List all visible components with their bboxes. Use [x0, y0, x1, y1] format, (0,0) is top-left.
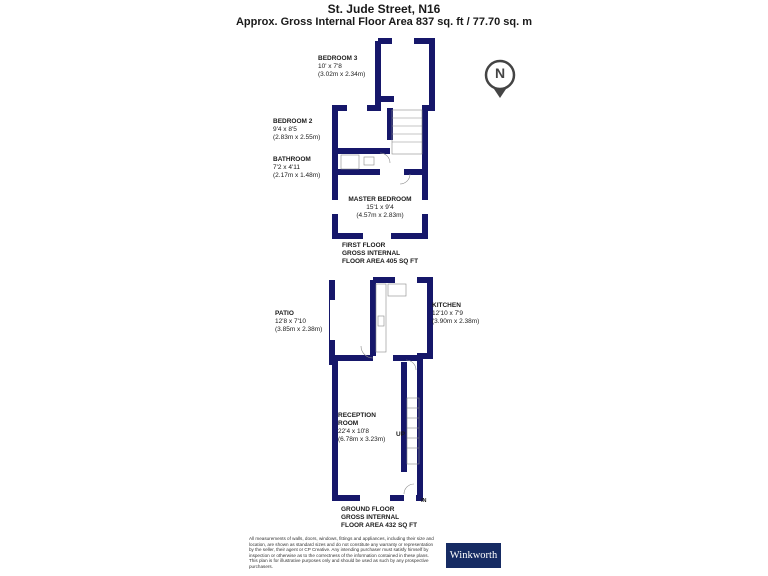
ground-floor-walls — [329, 277, 433, 501]
first-floor-label: FIRST FLOOR GROSS INTERNAL FLOOR AREA 40… — [342, 242, 419, 265]
ground-floor-label: GROUND FLOOR GROSS INTERNAL FLOOR AREA 4… — [341, 506, 418, 529]
agent-logo: Winkworth — [446, 543, 501, 568]
first-floor-windows — [331, 37, 429, 240]
room-label-bedroom-3: BEDROOM 3 10' x 7'8 (3.02m x 2.34m) — [318, 55, 366, 78]
disclaimer-text: All measurements of walls, doors, window… — [249, 536, 434, 569]
stairs-up-label: UP — [396, 431, 406, 438]
room-label-reception-room: RECEPTION ROOM 22'4 x 10'8 (6.78m x 3.23… — [338, 412, 386, 443]
entrance-label: IN — [421, 498, 427, 504]
first-floor-fixtures — [340, 109, 423, 185]
room-label-master-bedroom: MASTER BEDROOM 15'1 x 9'4 (4.57m x 2.83m… — [348, 196, 412, 219]
floor-area-summary: Approx. Gross Internal Floor Area 837 sq… — [235, 16, 533, 28]
property-address: St. Jude Street, N16 — [327, 2, 441, 16]
room-label-kitchen: KITCHEN 12'10 x 7'9 (3.90m x 2.38m) — [432, 302, 480, 325]
ground-floor-openings — [330, 276, 417, 502]
room-label-bathroom: BATHROOM 7'2 x 4'11 (2.17m x 1.48m) — [273, 156, 321, 179]
north-letter: N — [494, 65, 506, 81]
room-label-bedroom-2: BEDROOM 2 9'4 x 8'5 (2.83m x 2.55m) — [273, 118, 321, 141]
north-arrow-icon — [484, 59, 516, 98]
room-label-patio: PATIO 12'8 x 7'10 (3.85m x 2.38m) — [275, 310, 323, 333]
ground-floor-outline — [329, 277, 433, 501]
ground-floor-fixtures — [360, 283, 420, 495]
